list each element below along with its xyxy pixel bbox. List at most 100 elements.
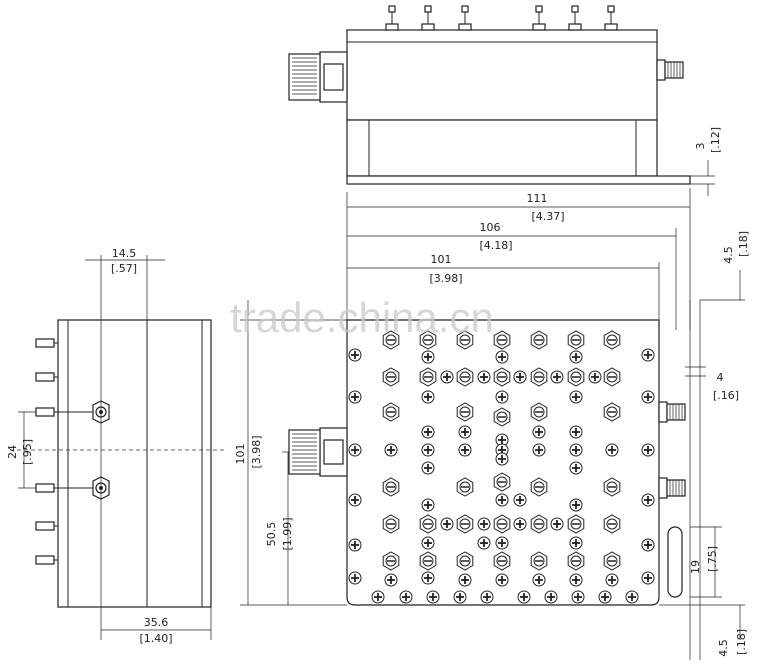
cover-screw bbox=[641, 571, 655, 585]
cover-screw bbox=[495, 390, 509, 404]
cover-screw bbox=[421, 425, 435, 439]
cover-screw bbox=[348, 348, 362, 362]
dim-side-pitch-inch: [.95] bbox=[21, 439, 34, 465]
cover-screw bbox=[348, 390, 362, 404]
cover-screw bbox=[399, 590, 413, 604]
tuning-screw bbox=[567, 551, 585, 571]
cover-screw bbox=[513, 493, 527, 507]
tuning-screw bbox=[530, 330, 548, 350]
cover-screw bbox=[458, 443, 472, 457]
dim-side-depth-inch: [1.40] bbox=[139, 632, 172, 645]
tuning-screw bbox=[382, 402, 400, 422]
cover-screw bbox=[453, 590, 467, 604]
cover-screw bbox=[440, 370, 454, 384]
cover-screw bbox=[625, 590, 639, 604]
tuning-screw bbox=[382, 551, 400, 571]
cover-screw bbox=[550, 517, 564, 531]
tuning-screw bbox=[382, 367, 400, 387]
dim-height-overall-value: 101 bbox=[234, 444, 247, 465]
tuning-screw bbox=[456, 551, 474, 571]
dim-connector-gap-inch: [.16] bbox=[713, 389, 739, 402]
tuning-screw bbox=[567, 330, 585, 350]
tuning-screw bbox=[419, 551, 437, 571]
cover-screw bbox=[641, 390, 655, 404]
dim-width-overall-value: 111 bbox=[527, 192, 548, 205]
tuning-screws bbox=[382, 330, 621, 571]
tuning-screw bbox=[530, 402, 548, 422]
cover-screw bbox=[569, 350, 583, 364]
cover-screw bbox=[477, 370, 491, 384]
dim-right-offset-bottom-value: 4.5 bbox=[717, 639, 730, 657]
tuning-screw bbox=[603, 514, 621, 534]
cover-screw bbox=[569, 536, 583, 550]
cover-screw bbox=[384, 573, 398, 587]
dim-height-connector-value: 50.5 bbox=[265, 522, 278, 547]
cover-screw bbox=[421, 390, 435, 404]
tuning-screw bbox=[419, 514, 437, 534]
cover-screw bbox=[477, 536, 491, 550]
dim-side-offset-inch: [.57] bbox=[111, 262, 137, 275]
tuning-screw bbox=[456, 477, 474, 497]
tuning-screw bbox=[530, 477, 548, 497]
front-n-connector bbox=[288, 427, 348, 477]
tuning-screw bbox=[567, 367, 585, 387]
cover-screw bbox=[421, 350, 435, 364]
cover-screw bbox=[588, 370, 602, 384]
dim-width-mid-value: 106 bbox=[480, 221, 501, 234]
tuning-screw bbox=[603, 477, 621, 497]
cover-screw bbox=[569, 573, 583, 587]
tuning-screw bbox=[493, 407, 511, 427]
cover-screw bbox=[477, 517, 491, 531]
dim-height-overall-inch: [3.98] bbox=[250, 435, 263, 468]
cover-screw bbox=[421, 498, 435, 512]
front-height-dims: 101 [3.98] 50.5 [1.99] bbox=[234, 300, 347, 606]
cover-screw bbox=[550, 370, 564, 384]
cover-screw bbox=[532, 425, 546, 439]
cover-screw bbox=[569, 390, 583, 404]
tuning-screw bbox=[493, 514, 511, 534]
tuning-screw bbox=[419, 367, 437, 387]
tuning-screw bbox=[456, 514, 474, 534]
cover-screw bbox=[495, 493, 509, 507]
cover-screws bbox=[348, 348, 655, 604]
cover-screw bbox=[605, 573, 619, 587]
cover-screw bbox=[532, 573, 546, 587]
cover-screw bbox=[513, 370, 527, 384]
watermark: trade.china.cn bbox=[230, 294, 494, 341]
tuning-screw bbox=[382, 330, 400, 350]
cover-screw bbox=[495, 350, 509, 364]
top-view-housing bbox=[346, 29, 658, 121]
cover-screw bbox=[384, 443, 398, 457]
cover-screw bbox=[348, 538, 362, 552]
cover-screw bbox=[348, 493, 362, 507]
cover-screw bbox=[598, 590, 612, 604]
top-view: 3 [.12] bbox=[288, 5, 722, 196]
tuning-screw bbox=[382, 514, 400, 534]
cover-screw bbox=[348, 443, 362, 457]
tuning-screw bbox=[493, 330, 511, 350]
dim-width-inner-inch: [3.98] bbox=[429, 272, 462, 285]
dim-side-depth-value: 35.6 bbox=[144, 616, 169, 629]
side-housing bbox=[57, 319, 212, 608]
top-n-connector bbox=[288, 51, 348, 103]
tuning-screw bbox=[493, 551, 511, 571]
tuning-screw bbox=[530, 367, 548, 387]
tuning-screw bbox=[603, 402, 621, 422]
front-width-dims: 111 [4.37] 106 [4.18] 101 [3.98] bbox=[346, 188, 691, 330]
dim-right-offset-top-value: 4.5 bbox=[722, 246, 735, 264]
cover-screw bbox=[532, 443, 546, 457]
top-view-flange bbox=[346, 175, 691, 185]
tuning-screw bbox=[603, 367, 621, 387]
mounting-slot bbox=[667, 526, 683, 598]
cover-screw bbox=[605, 443, 619, 457]
dim-top-step-inch: [.12] bbox=[709, 127, 722, 153]
dim-side-offset-value: 14.5 bbox=[112, 247, 137, 260]
dim-width-mid-inch: [4.18] bbox=[479, 239, 512, 252]
cover-screw bbox=[641, 493, 655, 507]
cover-screw bbox=[421, 536, 435, 550]
dim-slot-value: 19 bbox=[689, 560, 702, 574]
cover-screw bbox=[517, 590, 531, 604]
cover-screw bbox=[569, 443, 583, 457]
tuning-screw bbox=[456, 330, 474, 350]
